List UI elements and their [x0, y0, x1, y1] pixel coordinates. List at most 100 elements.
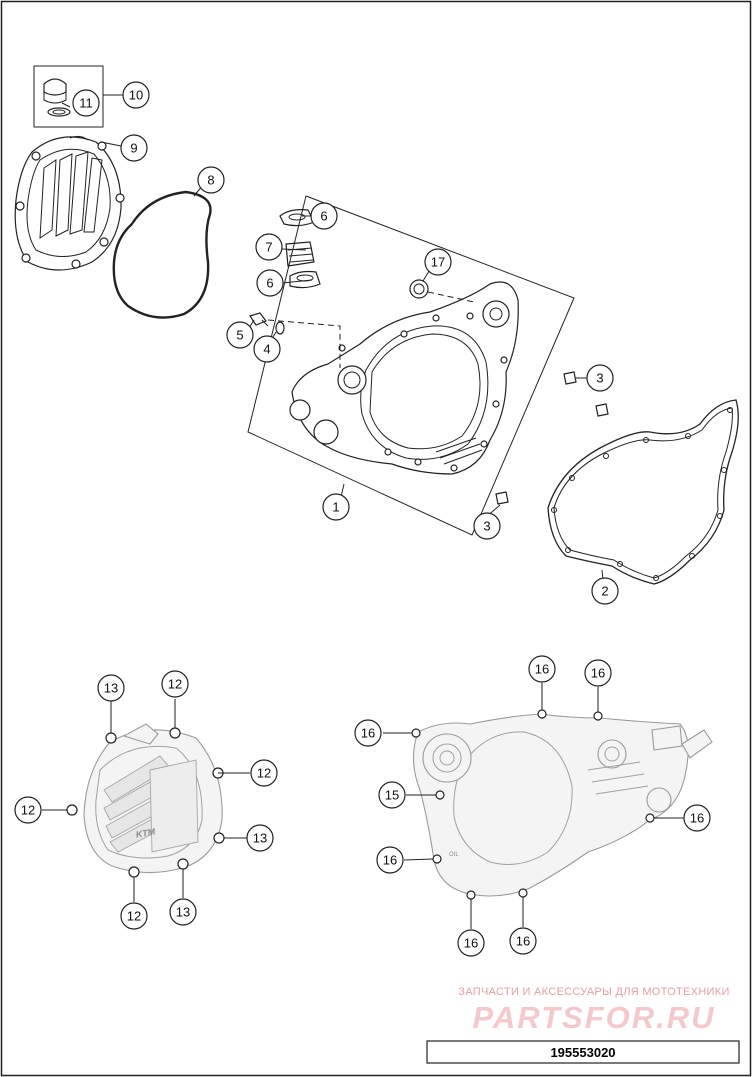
- callout-circle: [97, 674, 125, 702]
- callout-circle: [310, 202, 338, 230]
- outer-cover-ribs: [39, 151, 103, 239]
- callout-1: 1: [322, 493, 350, 521]
- outer-cover-rim: [26, 148, 111, 257]
- callout-circle: [250, 759, 278, 787]
- bolt-view-shaft-stub: [681, 729, 713, 759]
- callout-number: 12: [127, 909, 141, 924]
- callout-number: 16: [690, 811, 704, 826]
- seal-upper-hole: [288, 213, 306, 221]
- callout-3: 3: [586, 364, 614, 392]
- plug-o-ring-inner: [52, 109, 66, 115]
- outer-cover-bolt-hole: [15, 201, 25, 211]
- callout-circle: [161, 670, 189, 698]
- main-cover-shaft-bore-inner: [489, 307, 503, 321]
- screw-head: [249, 312, 267, 326]
- callout-circle: [378, 781, 406, 809]
- callout-number: 16: [591, 666, 605, 681]
- callout-circle: [586, 364, 614, 392]
- callout-circle: [473, 512, 501, 540]
- callout-6: 6: [256, 269, 284, 297]
- clutch-cover-main: [247, 195, 575, 536]
- seal-upper: [279, 209, 315, 227]
- small-o-ring: [275, 321, 285, 335]
- plug-detail-box: [33, 65, 104, 128]
- outer-cover-gasket: [112, 190, 212, 319]
- callout-number: 7: [265, 240, 272, 255]
- shaft-seal-outer: [409, 279, 429, 299]
- callout-17: 17: [424, 248, 452, 276]
- bolt-view-ribs: [587, 761, 649, 795]
- bolt-view-lower-boss: [646, 787, 672, 813]
- callout-number: 16: [535, 662, 549, 677]
- callout-number: 16: [464, 936, 478, 951]
- callout-circle: [528, 655, 556, 683]
- callout-circle: [169, 898, 197, 926]
- callout-number: 13: [104, 681, 118, 696]
- callout-16: 16: [528, 655, 556, 683]
- main-cover-opening-lip: [369, 333, 481, 450]
- callout-16: 16: [354, 719, 382, 747]
- callout-number: 13: [253, 831, 267, 846]
- callout-13: 13: [169, 898, 197, 926]
- dowel-pin: [563, 371, 577, 385]
- callout-number: 5: [236, 328, 243, 343]
- callout-number: 3: [483, 519, 490, 534]
- callout-number: 6: [320, 209, 327, 224]
- bolt-view-shaft-boss: [597, 739, 627, 769]
- callout-number: 12: [21, 803, 35, 818]
- gasket-outer-edge: [547, 399, 739, 585]
- callout-circle: [683, 804, 711, 832]
- plug-thread: [43, 92, 67, 104]
- callout-16: 16: [584, 659, 612, 687]
- callout-number: 12: [257, 766, 271, 781]
- dowel-pins: [495, 371, 609, 505]
- outer-clutch-cover: [14, 135, 125, 271]
- oil-filler-plug-group: [33, 65, 104, 128]
- bolt-view-clutch-opening: [453, 731, 573, 865]
- outer-cover-body: [14, 136, 122, 271]
- assembly-line-screw: [267, 319, 341, 368]
- callout-circle: [72, 89, 100, 117]
- plug-o-ring: [47, 107, 71, 117]
- callout-7: 7: [255, 233, 283, 261]
- callout-circle: [226, 321, 254, 349]
- main-cover-bearing-bore-inner: [343, 371, 361, 389]
- callout-circle: [424, 248, 452, 276]
- callout-16: 16: [457, 929, 485, 957]
- callout-6: 6: [310, 202, 338, 230]
- outer-cover-bolt-hole: [99, 237, 109, 247]
- callout-12: 12: [120, 902, 148, 930]
- callout-12: 12: [161, 670, 189, 698]
- callout-13: 13: [97, 674, 125, 702]
- watermark-tagline: ЗАПЧАСТИ И АКСЕССУАРЫ ДЛЯ МОТОТЕХНИКИ: [458, 986, 729, 998]
- bolt-view-bearing-boss: [422, 733, 472, 783]
- callout-number: 6: [266, 276, 273, 291]
- callout-circle: [122, 81, 150, 109]
- main-cover-boss: [289, 399, 311, 421]
- callout-3: 3: [473, 512, 501, 540]
- bolt-view-bearing-boss-inner: [432, 743, 462, 773]
- callout-number: 10: [129, 88, 143, 103]
- gasket-holes: [551, 407, 733, 581]
- callout-number: 13: [176, 905, 190, 920]
- drawing-code: 195553020: [550, 1045, 615, 1060]
- dowel-pin: [495, 491, 509, 505]
- callout-9: 9: [120, 134, 148, 162]
- bolt-view-shaft-boss-inner: [604, 746, 620, 762]
- callout-12: 12: [250, 759, 278, 787]
- main-cover-bolt-view: OIL: [411, 709, 713, 900]
- callout-number: 9: [130, 141, 137, 156]
- callout-circle: [584, 659, 612, 687]
- callout-circle: [246, 824, 274, 852]
- watermark-logo: PARTSFOR.RU: [472, 1000, 715, 1035]
- callout-10: 10: [122, 81, 150, 109]
- outer-cover-bolt-hole: [71, 259, 81, 269]
- callout-circle: [354, 719, 382, 747]
- bolt-view-grille: [103, 755, 199, 853]
- outer-cover-bolt-view: KTM: [66, 723, 225, 878]
- callout-circle: [253, 335, 281, 363]
- clutch-cover-gasket: [547, 399, 739, 585]
